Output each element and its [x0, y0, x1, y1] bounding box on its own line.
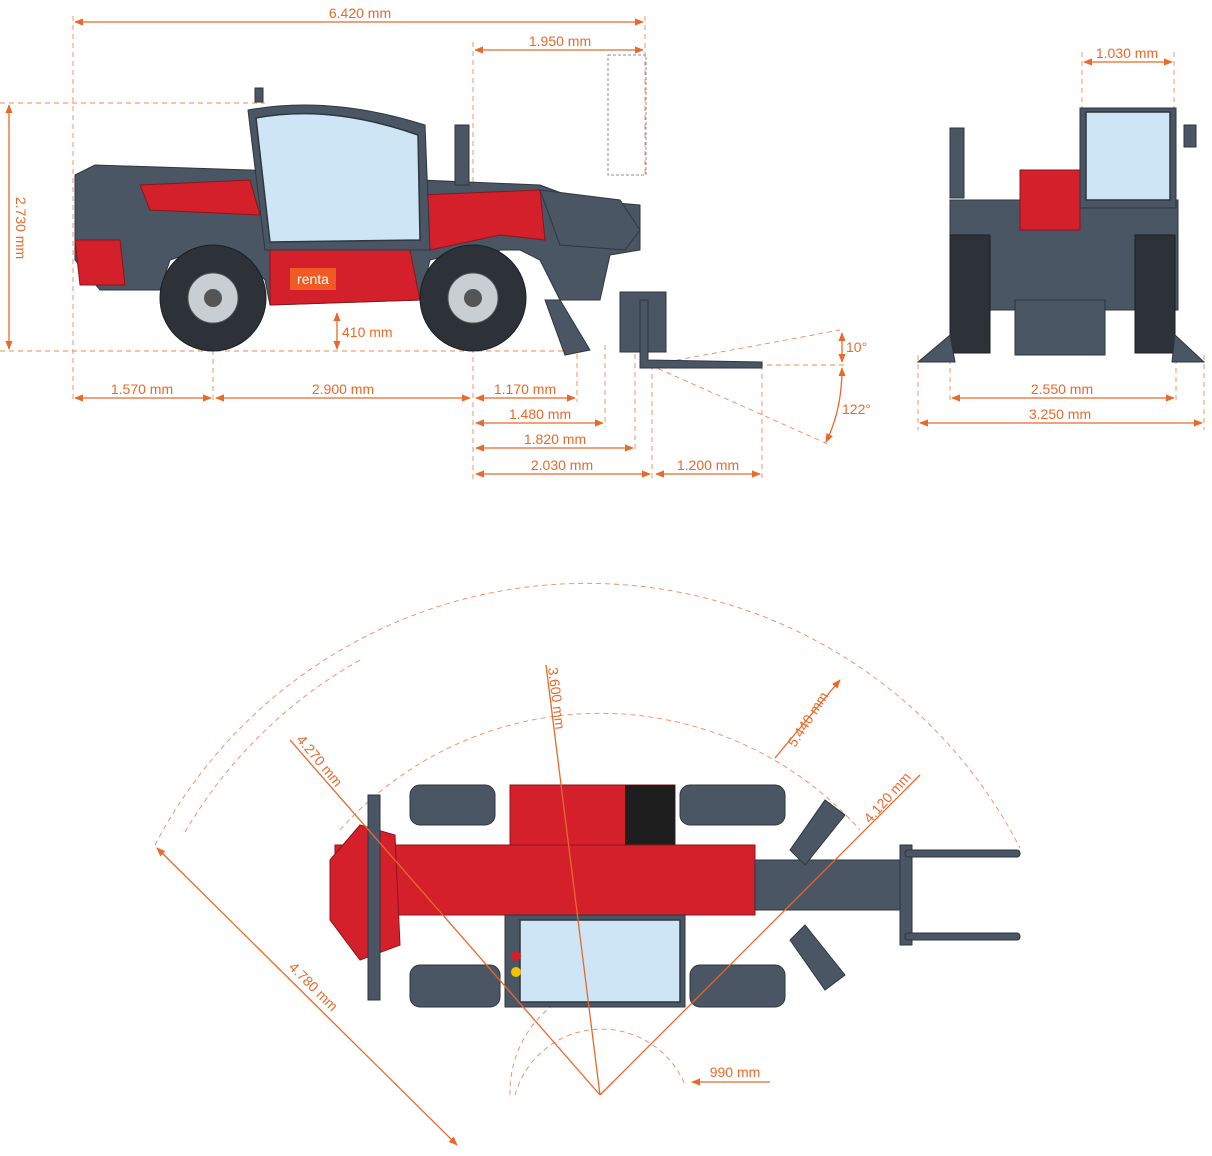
telehandler-side-drawing: renta — [74, 54, 763, 369]
radius-b-line — [774, 679, 841, 759]
front-3-label: 1.820 mm — [524, 431, 586, 447]
rear-wheel — [159, 244, 267, 352]
radius-e-dim-line — [156, 847, 458, 1146]
front-1-label: 1.170 mm — [494, 381, 556, 397]
front-2-label: 1.480 mm — [509, 406, 571, 422]
inner-clearance-label: 990 mm — [710, 1064, 761, 1080]
cab-width-label: 1.030 mm — [1096, 45, 1158, 61]
height-label: 2.730 mm — [13, 197, 29, 259]
radius-b-label: 5.440 mm — [784, 689, 831, 750]
front-view: 1.030 mm 2.550 mm 3.250 mm — [916, 45, 1206, 430]
top-cab-roof — [519, 919, 681, 1003]
top-fork-tine — [904, 932, 1021, 941]
radius-d-label: 4.120 mm — [860, 769, 914, 826]
wheelbase-label: 2.900 mm — [312, 381, 374, 397]
raised-carriage-ghost — [607, 54, 647, 176]
overall-length-label: 6.420 mm — [329, 5, 391, 21]
front-cab-window — [1085, 111, 1171, 201]
fork-reach-label: 1.950 mm — [529, 33, 591, 49]
tilt-down-dim-arc — [825, 367, 846, 443]
brand-logo-text: renta — [297, 271, 329, 287]
fork-tine — [639, 299, 763, 369]
tilt-up-label: 10° — [846, 339, 867, 355]
outrigger-width-label: 3.250 mm — [1029, 406, 1091, 422]
top-fork-tine — [904, 849, 1021, 858]
fork-length-label: 1.200 mm — [677, 457, 739, 473]
overall-width-label: 2.550 mm — [1031, 381, 1093, 397]
telehandler-top-drawing — [329, 784, 1021, 1008]
side-view: renta 6.420 mm 1.950 mm 2.730 mm 410 mm … — [0, 5, 871, 482]
radius-c-label: 4.270 mm — [294, 732, 346, 790]
top-view: 3.600 mm 4.270 mm 4.120 mm 5.440 mm 4.78… — [154, 582, 1021, 1146]
rear-overhang-label: 1.570 mm — [111, 381, 173, 397]
ground-clearance-label: 410 mm — [342, 324, 393, 340]
radius-d-line — [599, 774, 921, 1096]
turning-arcs — [154, 582, 1021, 1096]
brand-badge — [290, 268, 336, 290]
cab-window — [255, 112, 421, 243]
front-4-label: 2.030 mm — [531, 457, 593, 473]
radius-a-line — [545, 664, 601, 1096]
radius-e-label: 4.780 mm — [286, 959, 341, 1014]
tilt-down-label: 122° — [842, 401, 871, 417]
front-wheel — [419, 244, 527, 352]
telehandler-front-drawing — [916, 107, 1206, 363]
radius-a-label: 3.600 mm — [545, 666, 568, 730]
